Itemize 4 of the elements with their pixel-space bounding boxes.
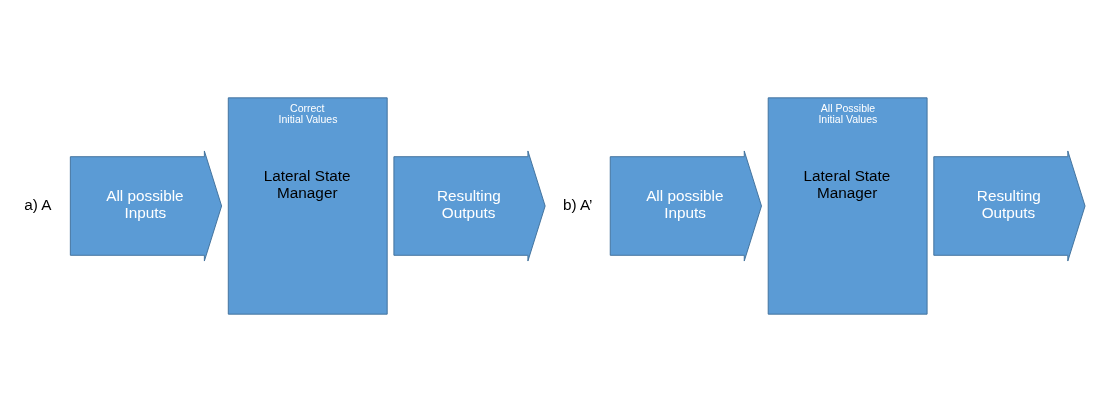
node-box: Correct Initial Values Lateral State Manager — [227, 96, 388, 315]
label: a) A — [24, 195, 52, 213]
label: b) A’ — [562, 195, 593, 213]
node-box: All Possible Initial Values Lateral State Manager — [767, 96, 928, 315]
